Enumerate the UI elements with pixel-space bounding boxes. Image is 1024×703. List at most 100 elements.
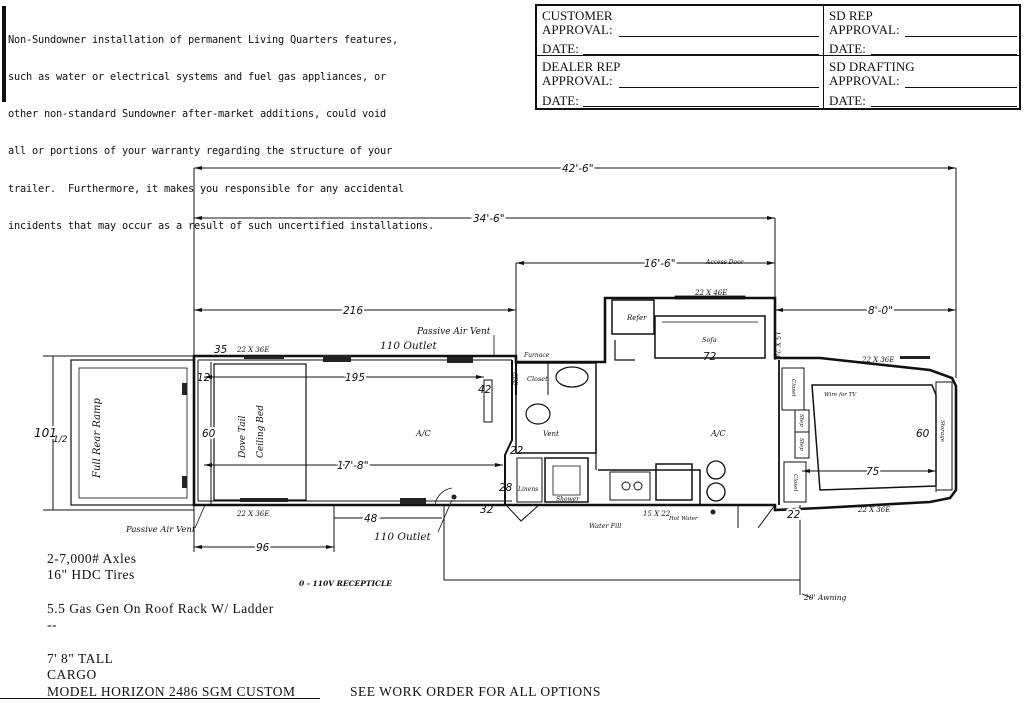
dealer-rep-date-line[interactable] bbox=[583, 106, 819, 107]
sd-rep-approval-label: SD REP APPROVAL: bbox=[829, 8, 900, 37]
rear-ramp bbox=[70, 359, 195, 506]
closet-label: Closet bbox=[792, 474, 798, 492]
dim-overall-label: 42'-6" bbox=[562, 163, 594, 175]
window bbox=[244, 356, 284, 359]
outlet-top-label: 110 Outlet bbox=[380, 340, 438, 352]
window bbox=[240, 498, 288, 502]
model-name: MODEL HORIZON 2486 SGM CUSTOM bbox=[47, 684, 296, 699]
dim-neck-label: 8'-0" bbox=[868, 305, 893, 317]
dim-22-label: 22 bbox=[510, 445, 524, 457]
dim-42-label: 42 bbox=[478, 384, 492, 396]
dim-width-label: 101 bbox=[34, 426, 57, 440]
dim-35-label: 35 bbox=[214, 344, 228, 356]
disclaimer-bar bbox=[2, 6, 6, 102]
vent bbox=[447, 357, 473, 363]
passive-vent-top-label: Passive Air Vent bbox=[416, 327, 491, 337]
spec-dash: -- bbox=[47, 617, 57, 632]
receptacle-legend: 0 - 110V RECEPTICLE bbox=[299, 579, 392, 588]
lq-door bbox=[737, 504, 776, 529]
sd-rep-signature-line[interactable] bbox=[905, 36, 1017, 37]
dim-lq-label: 16'-6" bbox=[644, 258, 676, 270]
spec-generator: 5.5 Gas Gen On Roof Rack W/ Ladder bbox=[47, 601, 274, 616]
ceiling-bed-label: Ceiling Bed bbox=[256, 405, 266, 458]
dimension-arrows bbox=[194, 166, 956, 549]
vent bbox=[400, 498, 426, 504]
dim-22-right-label: 22 bbox=[787, 509, 801, 521]
spec-axles: 2-7,000# Axles bbox=[47, 551, 137, 566]
water-fill-label: Water Fill bbox=[589, 522, 621, 530]
window-label: 15 X 22 bbox=[643, 510, 671, 518]
dim-216-label: 216 bbox=[343, 305, 363, 317]
dim-32-label: 32 bbox=[480, 504, 494, 516]
bathroom bbox=[515, 362, 597, 454]
ac-left-label: A/C bbox=[415, 429, 431, 438]
windows bbox=[182, 355, 930, 515]
closet-label: Closet bbox=[790, 379, 796, 397]
sd-rep-date-label: DATE: bbox=[829, 41, 866, 56]
step-label: Step bbox=[798, 438, 804, 451]
sd-rep-date-line[interactable] bbox=[871, 54, 1017, 55]
dim-width-fraction: 1/2 bbox=[53, 435, 68, 445]
receptacle bbox=[451, 494, 457, 500]
sd-drafting-signature-line[interactable] bbox=[905, 87, 1017, 88]
entry-door bbox=[505, 504, 540, 522]
dim-60-right-label: 60 bbox=[916, 428, 930, 440]
approval-block: CUSTOMER APPROVAL: DATE: SD REP APPROVAL… bbox=[535, 4, 1021, 110]
sofa-label: Sofa bbox=[702, 336, 717, 344]
refer bbox=[611, 299, 655, 335]
footer-rule bbox=[0, 698, 320, 699]
galley-counter bbox=[598, 469, 701, 505]
window-label: 22 X 36E bbox=[236, 346, 269, 354]
disclaimer-line: other non-standard Sundowner after-marke… bbox=[8, 108, 386, 121]
dealer-rep-signature-line[interactable] bbox=[619, 87, 819, 88]
stove bbox=[609, 471, 651, 501]
refer-label: Refer bbox=[626, 314, 647, 322]
outlet-bottom-label: 110 Outlet bbox=[374, 531, 432, 543]
shower-label: Shower bbox=[556, 496, 580, 503]
spec-height: 7' 8" TALL bbox=[47, 651, 114, 666]
step-box bbox=[794, 431, 810, 459]
closet-42 bbox=[483, 379, 493, 423]
closet-box bbox=[783, 461, 807, 503]
shower bbox=[544, 457, 589, 503]
customer-date-line[interactable] bbox=[583, 54, 819, 55]
burner bbox=[621, 481, 631, 491]
closet-label: Closet bbox=[527, 375, 548, 383]
customer-signature-line[interactable] bbox=[619, 36, 819, 37]
approval-divider bbox=[823, 6, 824, 108]
hot-water-label: Hot Water bbox=[668, 516, 698, 522]
window-label: 22 X 36E bbox=[861, 356, 894, 364]
rear-ramp-inner bbox=[78, 367, 188, 499]
work-order-note: SEE WORK ORDER FOR ALL OPTIONS bbox=[350, 684, 601, 699]
storage-cabinet bbox=[935, 381, 953, 491]
step-label: Step bbox=[798, 414, 804, 427]
room-labels: Passive Air Vent Passive Air Vent 110 Ou… bbox=[92, 259, 945, 602]
awning-label: 20' Awning bbox=[803, 593, 847, 602]
slide-wall bbox=[614, 340, 635, 361]
stool bbox=[706, 460, 726, 480]
sink bbox=[555, 366, 589, 388]
dim-17-8-label: 17'-8" bbox=[337, 460, 369, 472]
galley-sink bbox=[655, 463, 693, 501]
sd-drafting-date-line[interactable] bbox=[871, 106, 1017, 107]
outer-wall bbox=[192, 296, 958, 512]
cbd-label: CBD bbox=[511, 372, 518, 386]
disclaimer-line: such as water or electrical systems and … bbox=[8, 71, 386, 84]
dealer-rep-date-label: DATE: bbox=[542, 93, 579, 108]
ac-right-label: A/C bbox=[710, 429, 726, 438]
linens-label: Linens bbox=[517, 486, 538, 493]
trailer-shell bbox=[70, 295, 958, 529]
disclaimer-line: all or portions of your warranty regardi… bbox=[8, 145, 392, 158]
customer-date-label: DATE: bbox=[542, 41, 579, 56]
vent bbox=[323, 355, 351, 362]
dim-75-label: 75 bbox=[866, 466, 880, 478]
leader bbox=[194, 504, 206, 529]
vent-label: Vent bbox=[543, 430, 559, 438]
window-label: 15 X 24 bbox=[773, 331, 781, 358]
dove-tail-label: Dove Tail bbox=[238, 416, 248, 459]
customer-approval-label: CUSTOMER APPROVAL: bbox=[542, 8, 613, 37]
leader bbox=[801, 593, 813, 599]
warranty-disclaimer: Non-Sundowner installation of permanent … bbox=[8, 9, 523, 245]
window-label: 22 X 36E bbox=[236, 510, 269, 518]
